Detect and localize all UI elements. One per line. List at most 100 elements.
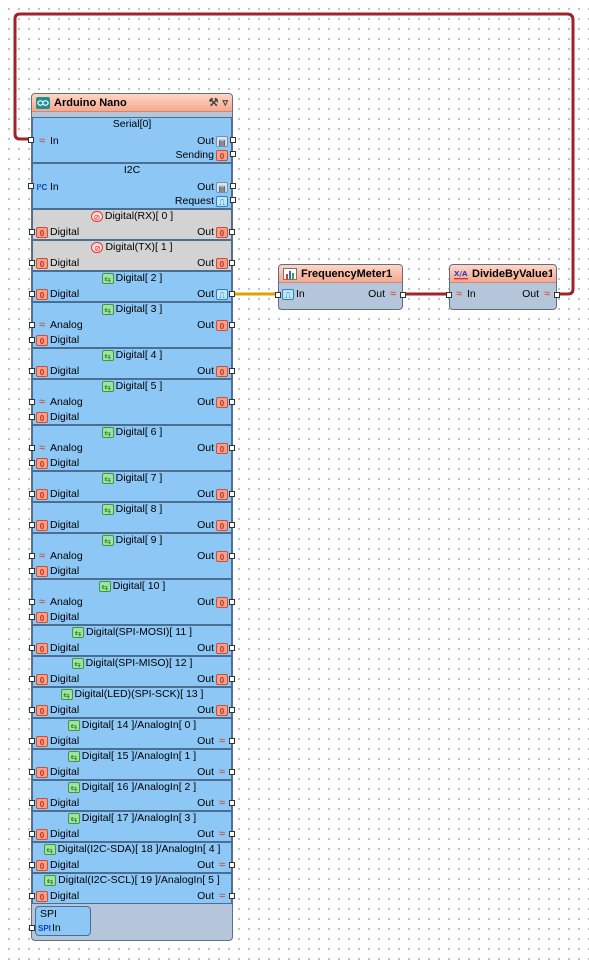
digital-output-pin[interactable]: [229, 522, 235, 528]
digital-output-pin[interactable]: [229, 738, 235, 744]
digital-input-pin[interactable]: [29, 368, 35, 374]
divide-by-value-component[interactable]: X/A DivideByValue1 ≈ In Out ≈: [446, 264, 560, 310]
digital-input-pin[interactable]: [29, 738, 35, 744]
digital-input-pin[interactable]: [29, 831, 35, 837]
digital-output-pin[interactable]: [229, 831, 235, 837]
divide-by-value-title: DivideByValue1: [472, 267, 552, 280]
frequency-meter-in-pin[interactable]: [275, 292, 281, 298]
digital-output-label: Out: [197, 704, 214, 716]
digital-pin-icon: 0: [216, 488, 228, 500]
serial-out-pin[interactable]: [230, 137, 236, 143]
digital-pin-icon: 0: [36, 766, 48, 778]
digital-toggle-icon: ⇆: [101, 426, 114, 438]
digital-output-pin[interactable]: [229, 399, 235, 405]
digital-output-pin[interactable]: [229, 645, 235, 651]
digital-output-label: Out: [197, 550, 214, 562]
digital-input-pin[interactable]: [29, 614, 35, 620]
divide-by-value-title-bar[interactable]: X/A DivideByValue1: [450, 265, 556, 283]
clock-pulse-icon: ⎍: [216, 288, 228, 300]
digital-pin-title: ⇆Digital[ 9 ]: [33, 534, 231, 547]
digital-input-pin[interactable]: [29, 229, 35, 235]
digital-input-pin[interactable]: [29, 893, 35, 899]
chevron-down-icon[interactable]: ▿: [222, 97, 228, 109]
digital-output-pin[interactable]: [229, 599, 235, 605]
analog-input-pin[interactable]: [29, 553, 35, 559]
digital-input-pin[interactable]: [29, 260, 35, 266]
digital-output-pin[interactable]: [229, 553, 235, 559]
digital-output-pin[interactable]: [229, 676, 235, 682]
digital-pin-icon: 0: [216, 365, 228, 377]
digital-pin-icon: 0: [216, 596, 228, 608]
digital-pin-title-text: Digital(I2C-SDA)[ 18 ]/AnalogIn[ 4 ]: [57, 843, 221, 855]
digital-pin-icon: 0: [216, 550, 228, 562]
i2c-request-pin[interactable]: [230, 197, 236, 203]
digital-pin-title-text: Digital(SPI-MOSI)[ 11 ]: [86, 626, 192, 638]
digital-input-label: Digital: [50, 611, 80, 623]
analog-input-pin[interactable]: [29, 599, 35, 605]
digital-input-pin[interactable]: [29, 862, 35, 868]
digital-output-pin[interactable]: [229, 707, 235, 713]
analog-input-pin[interactable]: [29, 322, 35, 328]
i2c-in-pin[interactable]: [28, 183, 34, 189]
digital-input-label: Digital: [50, 673, 80, 685]
digital-input-pin[interactable]: [29, 337, 35, 343]
frequency-meter-component[interactable]: FrequencyMeter1 ⎍ In Out ≈: [275, 264, 406, 310]
analog-input-pin[interactable]: [29, 399, 35, 405]
digital-output-pin[interactable]: [229, 491, 235, 497]
digital-input-pin[interactable]: [29, 460, 35, 466]
digital-input-label: Digital: [50, 704, 80, 716]
digital-toggle-icon: ⇆: [98, 580, 111, 592]
digital-output-pin[interactable]: [229, 800, 235, 806]
digital-input-pin[interactable]: [29, 676, 35, 682]
digital-pin-icon: 0: [36, 488, 48, 500]
digital-input-pin[interactable]: [29, 522, 35, 528]
analog-wave-icon: ≈: [38, 441, 46, 454]
digital-pin-title-text: Digital[ 7 ]: [115, 472, 163, 484]
digital-output-pin[interactable]: [229, 291, 235, 297]
digital-pin-icon: 0: [36, 288, 48, 300]
divide-by-value-in-pin[interactable]: [446, 292, 452, 298]
digital-output-pin[interactable]: [229, 445, 235, 451]
i2c-title: I2C: [123, 164, 141, 176]
digital-output-pin[interactable]: [229, 769, 235, 775]
analog-input-pin[interactable]: [29, 445, 35, 451]
digital-pin-icon: 0: [36, 673, 48, 685]
frequency-meter-out-pin[interactable]: [400, 292, 406, 298]
digital-input-pin[interactable]: [29, 414, 35, 420]
arduino-nano-component[interactable]: Arduino Nano ⚒ ▿ Serial[0] ≈ In Out ▤ Se…: [28, 93, 236, 941]
digital-input-pin[interactable]: [29, 645, 35, 651]
digital-output-pin[interactable]: [229, 260, 235, 266]
digital-output-pin[interactable]: [229, 862, 235, 868]
spi-in-pin[interactable]: [29, 925, 35, 931]
digital-toggle-icon: ⇆: [43, 843, 56, 855]
wrench-screwdriver-icon[interactable]: ⚒: [208, 97, 219, 109]
digital-input-pin[interactable]: [29, 800, 35, 806]
arduino-title-bar[interactable]: Arduino Nano ⚒ ▿: [32, 94, 232, 112]
digital-output-pin[interactable]: [229, 368, 235, 374]
serial-sending-pin[interactable]: [230, 151, 236, 157]
analog-wave-icon: ≈: [38, 595, 46, 608]
divide-icon: X/A: [454, 270, 468, 279]
digital-pin-title: ⊘Digital(RX)[ 0 ]: [33, 210, 231, 223]
divide-by-value-out-pin[interactable]: [554, 292, 560, 298]
frequency-meter-title-bar[interactable]: FrequencyMeter1: [279, 265, 402, 283]
digital-output-pin[interactable]: [229, 893, 235, 899]
digital-pin-icon: 0: [36, 565, 48, 577]
digital-input-pin[interactable]: [29, 568, 35, 574]
serial-data-icon: ▤: [216, 135, 228, 147]
digital-input-pin[interactable]: [29, 707, 35, 713]
digital-input-pin[interactable]: [29, 769, 35, 775]
serial-in-pin[interactable]: [28, 137, 34, 143]
digital-input-pin[interactable]: [29, 291, 35, 297]
digital-output-pin[interactable]: [229, 229, 235, 235]
digital-input-label: Digital: [50, 457, 80, 469]
digital-output-label: Out: [197, 257, 214, 269]
serial-title: Serial[0]: [112, 118, 152, 130]
digital-input-pin[interactable]: [29, 491, 35, 497]
digital-output-pin[interactable]: [229, 322, 235, 328]
i2c-out-pin[interactable]: [230, 183, 236, 189]
